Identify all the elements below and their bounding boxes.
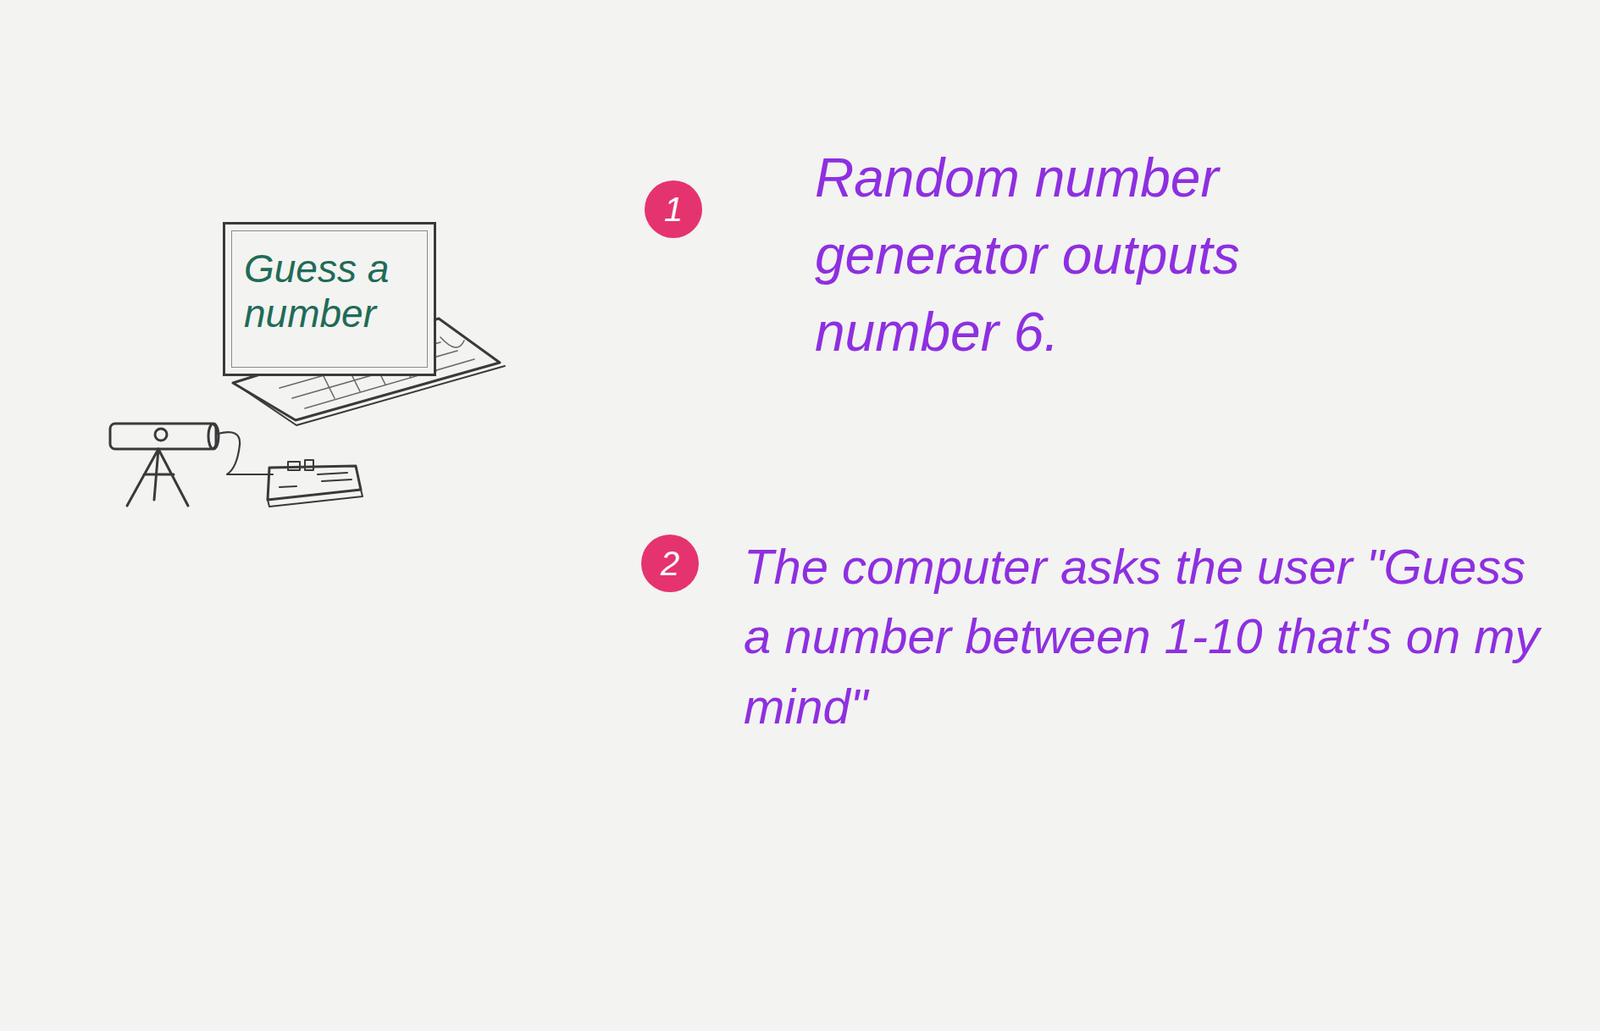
laptop-screen: Guess a number [222, 221, 437, 377]
tripod [127, 448, 189, 506]
callout-number: 1 [644, 180, 703, 239]
callout-number-text: 2 [660, 544, 680, 583]
webcam-lens-end [208, 423, 219, 449]
board-edge [267, 489, 363, 507]
screen-text: Guess a number [243, 246, 419, 337]
cable [217, 431, 273, 475]
handwritten-note: The computer asks the user "Guess a numb… [743, 531, 1549, 742]
board-components [279, 459, 352, 488]
callout-number: 2 [641, 534, 699, 593]
handwritten-note: Random number generator outputs number 6… [814, 139, 1374, 371]
callout-number-text: 1 [664, 190, 683, 229]
microcontroller-board [267, 465, 361, 500]
webcam [110, 423, 216, 449]
webcam-lens [155, 428, 167, 441]
